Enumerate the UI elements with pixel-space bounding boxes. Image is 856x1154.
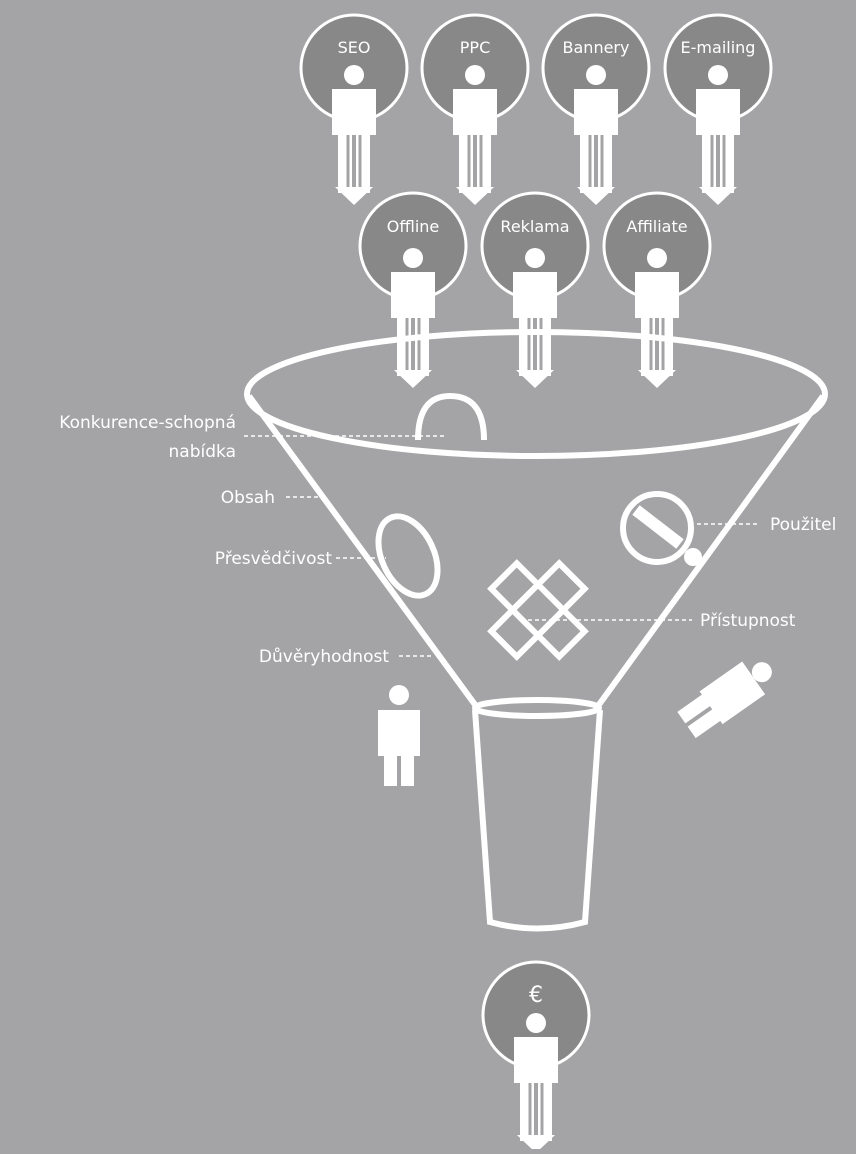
label-pristupnost: Přístupnost [700, 611, 796, 631]
funnel-left-edge [246, 394, 479, 708]
source-ppc: PPC [420, 13, 530, 207]
label-pouzitel: Použitel [770, 515, 836, 535]
label-obsah: Obsah [221, 488, 275, 508]
source-label: Affiliate [626, 217, 687, 236]
funnel-right-edge [595, 394, 826, 708]
funnel-neck [472, 697, 602, 719]
source-label: Offline [387, 217, 440, 236]
label-presvedcivost: Přesvědčivost [215, 549, 333, 569]
source-bannery: Bannery [541, 13, 651, 207]
euro-icon: € [529, 983, 543, 1008]
source-offline: Offline [358, 191, 468, 390]
source-label: Bannery [563, 38, 630, 57]
funnel-spout [472, 709, 603, 932]
funnel-rim [244, 329, 828, 459]
source-affiliate: Affiliate [602, 191, 712, 390]
source-reklama: Reklama [480, 191, 590, 390]
source-label: Reklama [500, 217, 569, 236]
label-duveryhodnost: Důvěryhodnost [259, 647, 389, 667]
persuasion-obstacle-icon [375, 513, 441, 599]
source-seo: SEO [299, 13, 409, 207]
standing-person-icon [378, 685, 420, 786]
usability-obstacle-icon [620, 491, 702, 566]
output-euro: € [481, 960, 591, 1154]
source-e-mailing: E-mailing [663, 13, 773, 207]
funnel [244, 329, 828, 932]
label-konkurence: Konkurence-schopná [59, 413, 236, 433]
fallen-person-icon [677, 661, 772, 739]
label-nabidka: nabídka [169, 442, 236, 462]
source-label: PPC [460, 38, 490, 57]
leader-lines [244, 435, 760, 657]
source-label: SEO [338, 38, 371, 57]
source-label: E-mailing [681, 38, 756, 57]
offer-obstacle-icon [415, 392, 487, 441]
accessibility-cross-icon [487, 559, 589, 661]
